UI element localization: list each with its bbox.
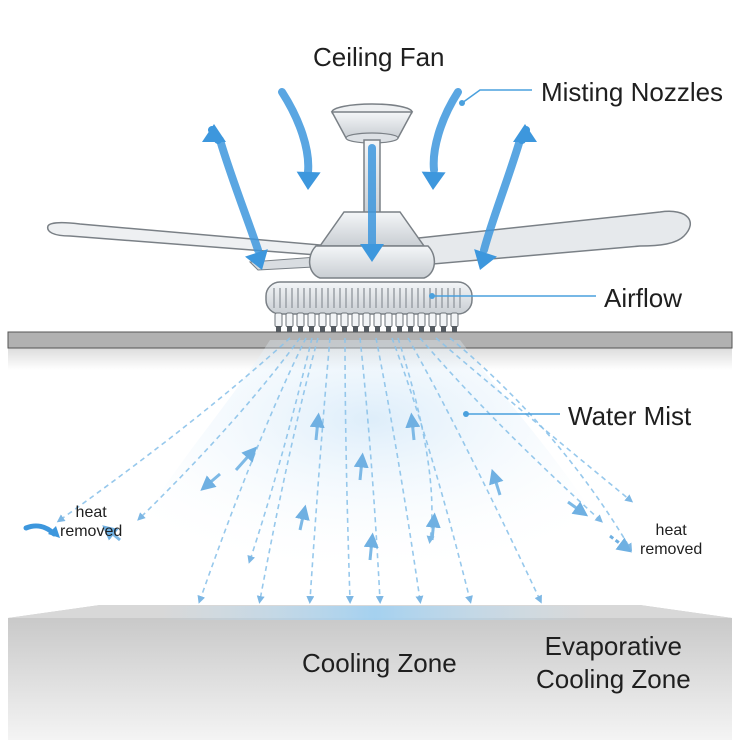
- mist-arrow: [200, 472, 221, 491]
- nozzle-row: [274, 312, 459, 332]
- heat-left-line2: removed: [60, 523, 123, 540]
- nozzle: [428, 312, 437, 328]
- fan-canopy: [330, 103, 414, 144]
- airflow-arrow-up-right: [513, 124, 537, 144]
- airflow-arrow: [216, 136, 268, 270]
- airflow-arrow: [278, 88, 321, 190]
- diagram-title: Ceiling Fan: [313, 42, 445, 72]
- mist-cloud: [100, 340, 640, 605]
- callout-airflow: [429, 293, 596, 299]
- heat-right-line2: removed: [640, 541, 703, 558]
- nozzle: [340, 312, 349, 328]
- label-heat-removed-right: heat removed: [640, 521, 702, 559]
- mist-arrow: [353, 452, 369, 481]
- heat-arrow-left: [23, 523, 60, 538]
- nozzle: [318, 312, 327, 328]
- mist-arrow: [425, 512, 441, 541]
- label-misting-nozzles: Misting Nozzles: [541, 77, 724, 107]
- mist-arrow: [567, 500, 589, 517]
- airflow-arrow-up-left: [202, 124, 226, 144]
- airflow-arrows: [202, 88, 537, 270]
- label-heat-removed-left: heat removed: [60, 503, 122, 541]
- mist-stream: [197, 337, 307, 604]
- mist-stream: [359, 337, 384, 604]
- mist-arrow: [405, 412, 421, 441]
- nozzle: [439, 312, 448, 328]
- mist-arrow: [489, 468, 504, 496]
- airflow-arrow: [421, 88, 462, 190]
- mist-stream: [397, 337, 435, 544]
- label-water-mist: Water Mist: [568, 401, 692, 431]
- callout-lines: [429, 89, 596, 417]
- nozzle: [395, 312, 404, 328]
- mist-stream: [419, 337, 603, 523]
- nozzle: [362, 312, 371, 328]
- misting-nozzle-ring: [265, 281, 473, 315]
- mist-stream: [375, 337, 424, 604]
- mist-arrow: [102, 525, 121, 542]
- evap-line1: Evaporative: [544, 631, 682, 661]
- nozzle: [274, 312, 283, 328]
- label-cooling-zone: Cooling Zone: [302, 648, 457, 678]
- nozzle: [329, 312, 338, 328]
- mist-stream: [306, 337, 331, 604]
- mist-stream: [344, 337, 354, 604]
- mist-stream: [407, 337, 542, 604]
- mist-arrow: [363, 532, 379, 561]
- airflow-arrow: [360, 144, 384, 262]
- mist-stream: [449, 337, 633, 552]
- nozzle: [384, 312, 393, 328]
- mist-stream: [256, 337, 319, 604]
- nozzle: [450, 312, 459, 328]
- mist-arrow: [309, 412, 325, 441]
- nozzle: [351, 312, 360, 328]
- callout-nozzles: [459, 89, 532, 106]
- airflow-arrow: [474, 136, 524, 270]
- nozzle: [406, 312, 415, 328]
- floor: [8, 605, 732, 740]
- mist-stream: [137, 337, 301, 521]
- nozzle: [373, 312, 382, 328]
- nozzle: [307, 312, 316, 328]
- nozzle: [417, 312, 426, 328]
- label-evaporative-cooling-zone: Evaporative Cooling Zone: [536, 630, 691, 696]
- heat-right-line1: heat: [655, 522, 687, 539]
- callout-mist: [463, 411, 560, 417]
- mist-arrow: [234, 446, 257, 471]
- label-airflow: Airflow: [604, 283, 683, 313]
- nozzle: [296, 312, 305, 328]
- evap-line2: Cooling Zone: [536, 664, 691, 694]
- heat-arrow-right: [609, 534, 632, 553]
- heat-left-line1: heat: [75, 504, 107, 521]
- mist-stream: [391, 337, 473, 604]
- mist-arrow: [295, 504, 310, 531]
- nozzle: [285, 312, 294, 328]
